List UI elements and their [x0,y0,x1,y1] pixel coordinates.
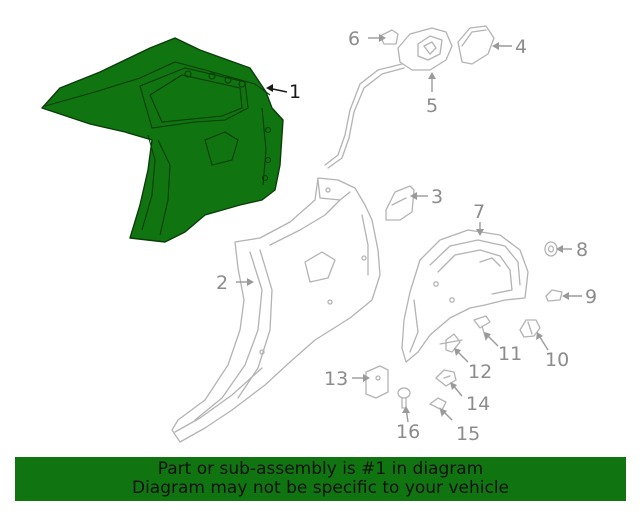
callout-labels: 1 2 3 4 5 6 7 8 9 10 11 12 13 14 15 16 [216,28,597,445]
part-10-push-clip[interactable] [519,319,541,338]
part-2-outer-quarter-panel[interactable] [171,177,381,443]
callout-11[interactable]: 11 [498,343,522,365]
callout-1[interactable]: 1 [289,81,301,103]
part-4-fuel-door[interactable] [457,25,495,65]
footer-line-2: Diagram may not be specific to your vehi… [131,478,509,498]
callout-7[interactable]: 7 [473,201,485,223]
part-1-inner-quarter-panel[interactable] [41,37,284,243]
footer-banner: Part or sub-assembly is #1 in diagram Di… [15,457,626,501]
leader-lines [236,34,582,423]
callout-2[interactable]: 2 [216,272,228,294]
part-14-clip[interactable] [435,369,457,387]
callout-16[interactable]: 16 [396,421,420,443]
part-9-pad[interactable] [545,289,563,302]
callout-5[interactable]: 5 [426,95,438,117]
callout-8[interactable]: 8 [576,239,588,261]
callout-12[interactable]: 12 [468,361,492,383]
part-8-grommet[interactable] [544,241,558,257]
callout-14[interactable]: 14 [466,393,490,415]
part-12-anchor[interactable] [439,333,463,353]
callout-10[interactable]: 10 [545,349,569,371]
part-13-plate[interactable] [365,365,389,399]
callout-13[interactable]: 13 [324,368,348,390]
footer-line-1: Part or sub-assembly is #1 in diagram [157,459,484,479]
callout-9[interactable]: 9 [585,286,597,308]
part-16-stud[interactable] [397,387,411,409]
callout-15[interactable]: 15 [456,423,480,445]
part-3-bracket[interactable] [385,185,415,221]
callout-3[interactable]: 3 [431,186,443,208]
part-11-bolt[interactable] [473,315,491,341]
callout-4[interactable]: 4 [515,36,527,58]
part-6-clip[interactable] [379,29,399,45]
part-5-fuel-filler-housing[interactable] [324,27,453,169]
part-7-wheelhouse-liner[interactable] [401,229,529,363]
callout-6[interactable]: 6 [348,28,360,50]
